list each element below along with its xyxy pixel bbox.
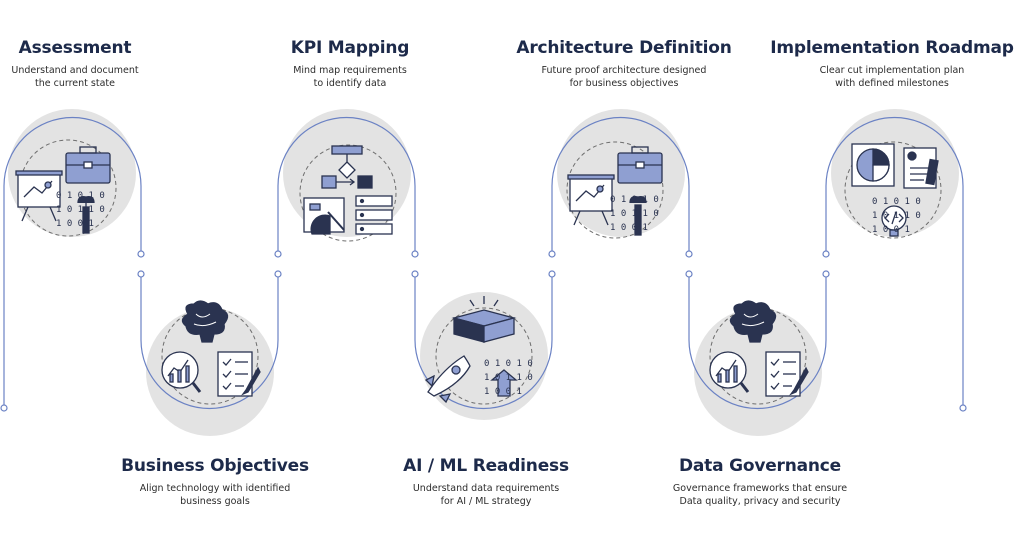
svg-text:1 0 0 1: 1 0 0 1 bbox=[484, 387, 522, 397]
svg-text:1 0 1 1 0: 1 0 1 1 0 bbox=[484, 373, 533, 383]
rocket-box-binary-icon bbox=[424, 296, 518, 404]
step-title: Implementation Roadmap bbox=[770, 38, 1014, 58]
svg-text:0 1 0 1 0: 0 1 0 1 0 bbox=[484, 359, 533, 369]
svg-text:1 0 0 1: 1 0 0 1 bbox=[872, 225, 910, 235]
circle-business-objectives bbox=[146, 308, 274, 436]
step-implementation-roadmap: Implementation Roadmap Clear cut impleme… bbox=[764, 38, 1020, 90]
connector-nodes bbox=[0, 250, 967, 412]
step-description: Future proof architecture designed for b… bbox=[541, 65, 707, 89]
step-title: AI / ML Readiness bbox=[403, 456, 569, 476]
step-title: Architecture Definition bbox=[516, 38, 732, 58]
svg-text:0 1 0 1 0: 0 1 0 1 0 bbox=[610, 195, 659, 205]
step-description: Clear cut implementation plan with defin… bbox=[819, 65, 965, 89]
piechart-document-code-icon bbox=[851, 143, 939, 237]
step-description: Understand data requirements for AI / ML… bbox=[412, 483, 560, 507]
step-kpi-mapping: KPI Mapping Mind map requirements to ide… bbox=[270, 38, 430, 90]
step-description: Understand and document the current stat… bbox=[11, 65, 139, 89]
flowchart-server-icon bbox=[303, 145, 393, 235]
svg-text:1 0 1 1 0: 1 0 1 1 0 bbox=[56, 205, 105, 215]
step-description: Mind map requirements to identify data bbox=[293, 65, 407, 89]
step-data-governance: Data Governance Governance frameworks th… bbox=[660, 456, 860, 508]
step-business-objectives: Business Objectives Align technology wit… bbox=[110, 456, 320, 508]
clipboard-briefcase-wrench-icon bbox=[15, 146, 111, 234]
svg-text:0 1 0 1 0: 0 1 0 1 0 bbox=[872, 197, 921, 207]
step-description: Align technology with identified busines… bbox=[139, 483, 291, 507]
clipboard-briefcase-wrench-icon bbox=[567, 146, 663, 236]
step-title: Assessment bbox=[18, 38, 132, 58]
svg-text:1 0 0 1: 1 0 0 1 bbox=[56, 219, 94, 229]
step-title: Business Objectives bbox=[121, 456, 309, 476]
step-title: Data Governance bbox=[678, 456, 841, 476]
brain-chart-checklist-icon bbox=[161, 300, 261, 397]
svg-text:1 0 1 1 0: 1 0 1 1 0 bbox=[610, 209, 659, 219]
circle-ai-ml bbox=[420, 292, 548, 420]
step-description: Governance frameworks that ensure Data q… bbox=[672, 483, 848, 507]
circle-implementation bbox=[831, 109, 959, 237]
step-ai-ml-readiness: AI / ML Readiness Understand data requir… bbox=[396, 456, 576, 508]
step-architecture-definition: Architecture Definition Future proof arc… bbox=[514, 38, 734, 90]
svg-text:1 0 1 1 0: 1 0 1 1 0 bbox=[872, 211, 921, 221]
svg-text:1 0 0 1: 1 0 0 1 bbox=[610, 223, 648, 233]
connector-line bbox=[3, 116, 964, 410]
step-title: KPI Mapping bbox=[290, 38, 410, 58]
step-assessment: Assessment Understand and document the c… bbox=[0, 38, 150, 90]
circle-data-governance bbox=[694, 308, 822, 436]
brain-chart-checklist-icon bbox=[709, 300, 809, 397]
binary-text: 0 1 0 1 0 bbox=[56, 191, 105, 201]
